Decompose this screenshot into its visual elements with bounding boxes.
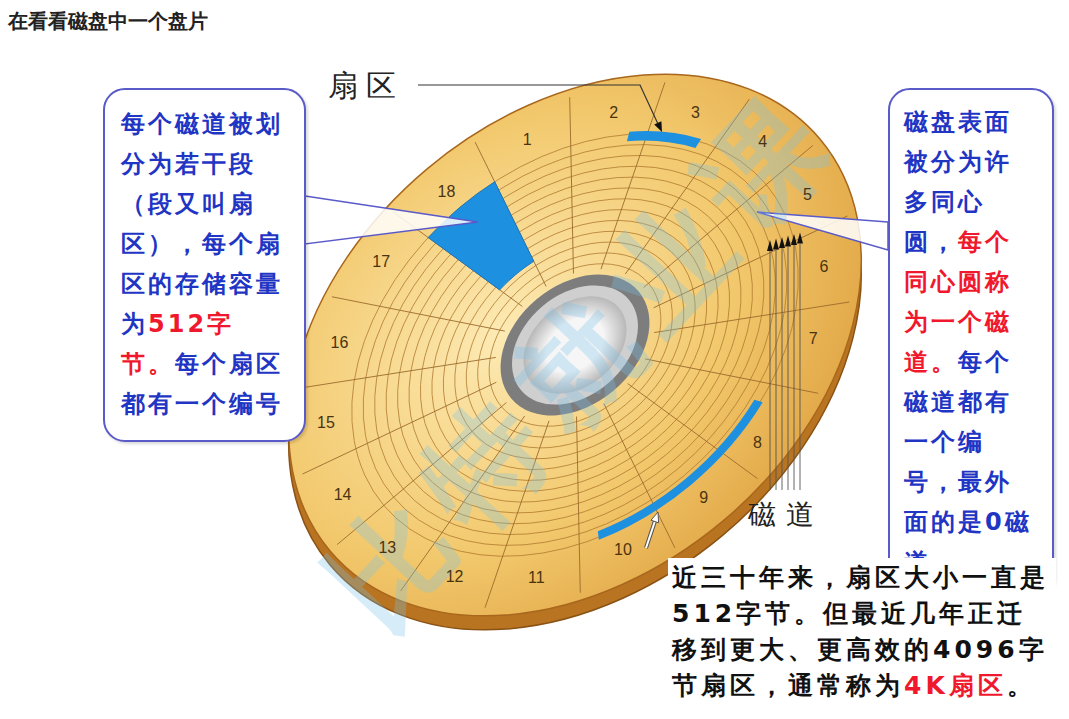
callout-box: 每个磁道被划分为若干段（段又叫扇区），每个扇区的存储容量为512字节。每个扇区都… — [103, 88, 306, 442]
arrow-head — [654, 121, 662, 132]
note-text: 。 — [1007, 671, 1036, 700]
leader-line — [782, 248, 783, 490]
sector-line — [570, 97, 574, 273]
sector-number: 13 — [378, 539, 396, 557]
sector-number: 15 — [317, 414, 335, 432]
sector-number: 11 — [528, 569, 545, 587]
sector-number: 16 — [330, 334, 348, 352]
sector-number: 3 — [691, 104, 700, 122]
leader-line — [788, 247, 789, 491]
track-leaders — [770, 244, 800, 491]
note-block: 近三十年来，扇区大小一直是512字节。但最近几年正迁移到更大、更高效的4096字… — [668, 558, 1056, 706]
callout-text: 每个磁道被划分为若干段（段又叫扇区），每个扇区的存储容量为 — [121, 110, 283, 338]
note-text: 4K扇区 — [904, 671, 1007, 700]
sector-number: 12 — [446, 568, 464, 586]
sector-number: 7 — [809, 330, 818, 348]
leader-line — [794, 245, 795, 490]
sector-number: 17 — [372, 253, 390, 271]
sector-line — [332, 297, 505, 331]
pointer-arrow — [646, 518, 656, 548]
page-title: 在看看磁盘中一个盘片 — [8, 8, 208, 35]
sector-number: 8 — [753, 434, 762, 452]
sector-number: 10 — [614, 541, 632, 559]
track-label: 磁道 — [748, 496, 824, 534]
arrow-head — [651, 512, 659, 523]
leader-line — [770, 251, 771, 490]
leader-line — [418, 85, 658, 124]
sector-number: 1 — [523, 131, 532, 149]
sector-label: 扇区 — [328, 66, 404, 107]
sector-number: 6 — [820, 258, 829, 276]
sector-number: 9 — [699, 489, 708, 507]
callout-pointer — [305, 196, 478, 244]
pointer-arrow-outline — [646, 518, 656, 548]
highlighted-sector — [426, 180, 550, 304]
leader-line — [800, 244, 801, 491]
sector-number: 5 — [803, 186, 812, 204]
leader-line — [776, 250, 777, 491]
callout-box: 磁盘表面被分为许多同心圆，每个同心圆称为一个磁道。每个磁道都有一个编号，最外面的… — [888, 88, 1054, 598]
callout-text: 每个磁道都有一个编号，最外面的是0磁道 — [904, 348, 1032, 576]
sector-number: 2 — [609, 104, 618, 122]
sector-number: 18 — [437, 183, 455, 201]
sector-number: 4 — [758, 133, 767, 151]
sector-number: 14 — [334, 486, 352, 504]
